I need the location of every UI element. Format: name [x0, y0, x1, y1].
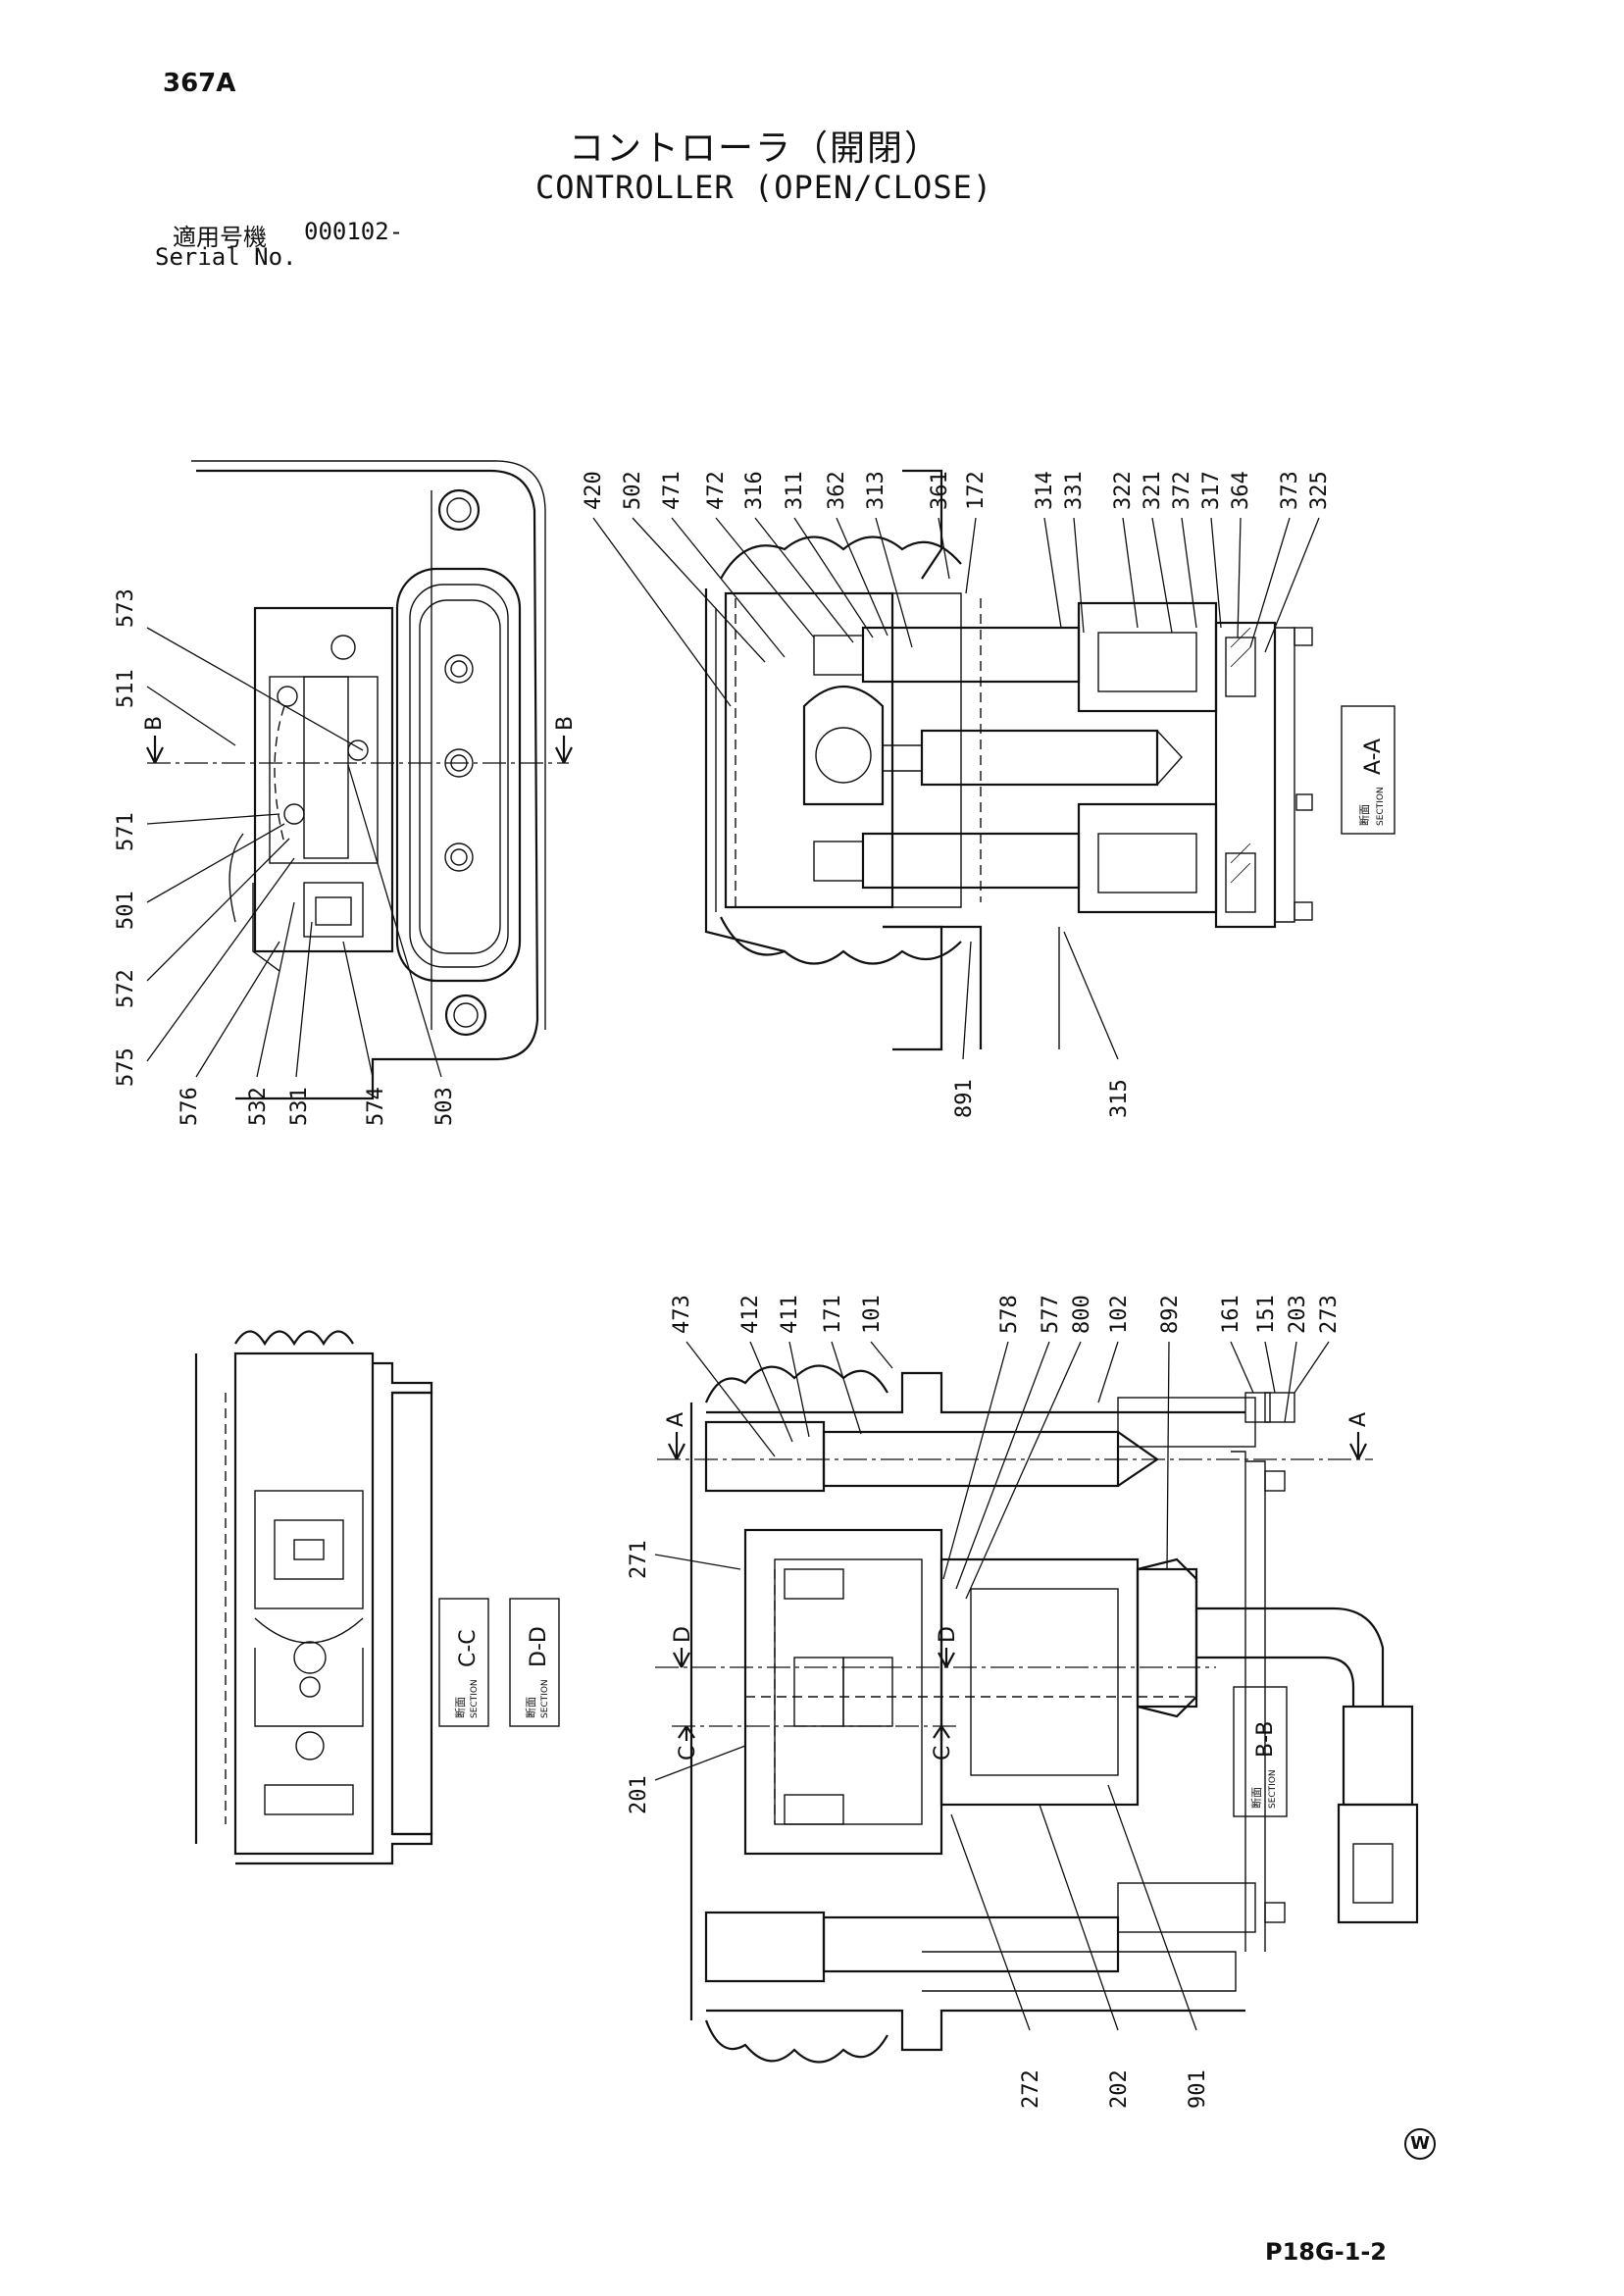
- serial-label-japanese: 適用号機: [173, 224, 267, 251]
- callout-503: 503: [432, 1087, 457, 1126]
- svg-text:断面: 断面: [1357, 804, 1371, 826]
- svg-text:断面: 断面: [524, 1697, 537, 1718]
- callout-412: 412: [738, 1295, 763, 1334]
- callout-891: 891: [952, 1079, 977, 1118]
- callout-161: 161: [1219, 1295, 1243, 1334]
- svg-text:B-B: B-B: [1253, 1721, 1278, 1758]
- callout-420: 420: [582, 471, 606, 510]
- callout-473: 473: [670, 1295, 694, 1334]
- callout-101: 101: [860, 1295, 885, 1334]
- callout-502: 502: [621, 471, 645, 510]
- callout-317: 317: [1199, 471, 1224, 510]
- top-left-view: [146, 460, 573, 1100]
- callout-901: 901: [1186, 2069, 1210, 2109]
- svg-text:D-D: D-D: [527, 1626, 551, 1667]
- svg-text:断面: 断面: [453, 1697, 467, 1718]
- callout-892: 892: [1158, 1295, 1183, 1334]
- callouts-top-left: 573 511 571 501 572 575 576 532 531 574 …: [114, 588, 457, 1126]
- callout-501: 501: [114, 891, 138, 930]
- callout-372: 372: [1170, 471, 1194, 510]
- callout-571: 571: [114, 812, 138, 851]
- callout-511: 511: [114, 669, 138, 708]
- callout-331: 331: [1062, 471, 1087, 510]
- cut-letter-b-left: B: [142, 716, 167, 731]
- svg-text:D: D: [936, 1626, 960, 1643]
- callout-577: 577: [1039, 1295, 1063, 1334]
- cut-line-cc-dd: D D C C: [655, 1626, 1216, 1760]
- section-cc-tag: 断面 SECTION C-C: [438, 1598, 489, 1727]
- svg-text:断面: 断面: [1249, 1787, 1263, 1809]
- callouts-bottom-right: 473 412 411 171 101 578 577 800 102 892 …: [627, 1295, 1342, 2109]
- callout-411: 411: [778, 1295, 802, 1334]
- callout-314: 314: [1033, 471, 1057, 510]
- callout-373: 373: [1278, 471, 1302, 510]
- svg-text:C-C: C-C: [456, 1629, 481, 1667]
- serial-number-value: 000102-: [304, 218, 404, 245]
- svg-text:B: B: [553, 716, 578, 731]
- section-dd-tag: 断面 SECTION D-D: [509, 1598, 560, 1727]
- svg-text:A-A: A-A: [1361, 739, 1386, 775]
- section-aa-tag: 断面 SECTION A-A: [1341, 705, 1396, 835]
- callout-271: 271: [627, 1540, 651, 1579]
- svg-text:A: A: [1346, 1412, 1371, 1427]
- callout-531: 531: [287, 1087, 312, 1126]
- top-right-view: [704, 469, 1313, 1051]
- callout-311: 311: [783, 471, 807, 510]
- svg-text:SECTION: SECTION: [470, 1679, 480, 1718]
- callout-172: 172: [964, 471, 989, 510]
- callouts-top-right: 420 502 471 472 316 311 362 313 361 172 …: [582, 471, 1332, 1118]
- callout-532: 532: [246, 1087, 271, 1126]
- page-id: 367A: [163, 69, 236, 98]
- callout-201: 201: [627, 1775, 651, 1814]
- callout-151: 151: [1254, 1295, 1279, 1334]
- callout-322: 322: [1111, 471, 1136, 510]
- callout-578: 578: [997, 1295, 1022, 1334]
- w-mark: W: [1404, 2128, 1436, 2160]
- callout-576: 576: [178, 1087, 202, 1126]
- callout-325: 325: [1307, 471, 1332, 510]
- svg-text:C: C: [676, 1746, 700, 1760]
- callout-364: 364: [1229, 471, 1253, 510]
- callout-202: 202: [1107, 2069, 1132, 2109]
- callout-572: 572: [114, 969, 138, 1008]
- title-english: CONTROLLER (OPEN/CLOSE): [535, 169, 993, 206]
- callout-471: 471: [660, 471, 685, 510]
- callout-316: 316: [742, 471, 767, 510]
- cut-line-aa: A A: [657, 1412, 1373, 1460]
- svg-text:SECTION: SECTION: [1268, 1769, 1278, 1809]
- callout-315: 315: [1107, 1079, 1132, 1118]
- callout-203: 203: [1286, 1295, 1310, 1334]
- bottom-left-view: [194, 1330, 433, 1865]
- svg-text:SECTION: SECTION: [1376, 787, 1386, 826]
- svg-text:C: C: [931, 1746, 955, 1760]
- callout-321: 321: [1141, 471, 1165, 510]
- bottom-right-view: [689, 1364, 1419, 2064]
- drawing-number: P18G-1-2: [1265, 2238, 1388, 2266]
- callout-272: 272: [1019, 2069, 1043, 2109]
- svg-text:D: D: [671, 1626, 695, 1643]
- callout-362: 362: [825, 471, 849, 510]
- callout-575: 575: [114, 1047, 138, 1087]
- callout-472: 472: [704, 471, 729, 510]
- callout-361: 361: [928, 471, 952, 510]
- section-bb-tag: 断面 SECTION B-B: [1233, 1686, 1288, 1817]
- callout-102: 102: [1107, 1295, 1132, 1334]
- callout-273: 273: [1317, 1295, 1342, 1334]
- callout-573: 573: [114, 588, 138, 628]
- cut-letter-b-right: B: [553, 716, 578, 731]
- title-japanese: コントローラ（開閉）: [569, 128, 942, 169]
- svg-text:A: A: [664, 1412, 688, 1427]
- callout-171: 171: [821, 1295, 845, 1334]
- svg-text:SECTION: SECTION: [540, 1679, 550, 1718]
- callout-574: 574: [364, 1087, 388, 1126]
- callout-800: 800: [1070, 1295, 1094, 1334]
- svg-text:B: B: [142, 716, 167, 731]
- callout-313: 313: [864, 471, 888, 510]
- serial-label-english: Serial No.: [155, 243, 297, 271]
